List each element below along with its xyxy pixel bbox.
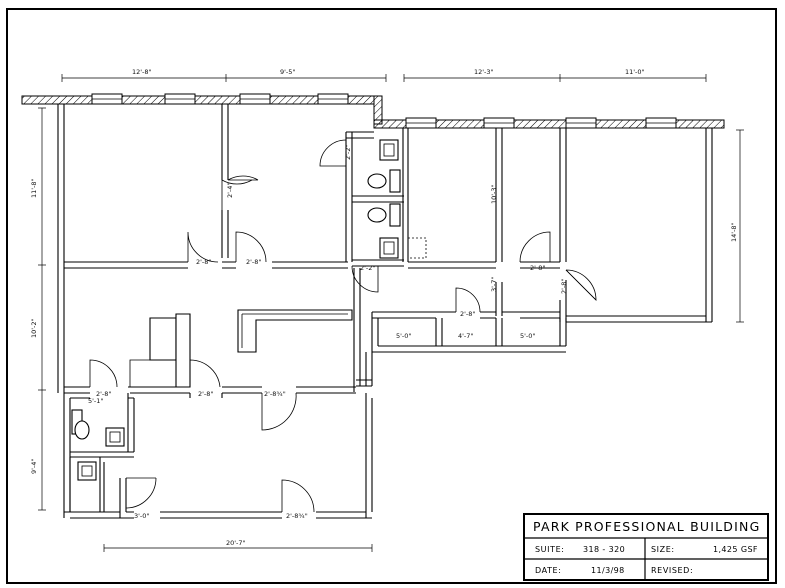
label-dim-2-8-f: 2'-8" (96, 390, 111, 398)
dim-top-left-2: 9'-5" (280, 68, 295, 76)
label-dim-10-3: 10'-3" (490, 184, 498, 204)
size-label: SIZE: (651, 545, 675, 554)
drawing-border (6, 8, 777, 584)
label-dim-5-0-b: 5'-0" (520, 332, 535, 340)
revised-label: REVISED: (651, 566, 693, 575)
label-dim-2-8-e: 2'-8" (460, 310, 475, 318)
dim-left-upper: 11'-8" (30, 178, 38, 198)
label-dim-2-8-g: 2'-8" (198, 390, 213, 398)
label-dim-2-8-c: 2'-8" (530, 264, 545, 272)
dim-right-side: 14'-8" (730, 222, 738, 242)
label-dim-4-7: 4'-7" (458, 332, 473, 340)
walls (57, 104, 713, 519)
dim-top-right-1: 12'-3" (474, 68, 494, 76)
dim-left-lower: 9'-4" (30, 459, 38, 474)
project-title: PARK PROFESSIONAL BUILDING (533, 519, 760, 534)
label-dim-2-8-d: 2'-8" (560, 279, 568, 294)
exterior-wall (21, 93, 725, 129)
label-dim-3-0: 3'-0" (134, 512, 149, 520)
dimension-lines (38, 74, 744, 552)
suite-value: 318 - 320 (583, 545, 625, 554)
label-door-2-8-a: 2'-8" (196, 258, 211, 266)
date-label: DATE: (535, 566, 562, 575)
label-door-2-2-mid: 2'-2" (360, 264, 375, 272)
label-dim-5-1: 5'-1" (88, 397, 103, 405)
doors (89, 139, 597, 513)
dim-top-right-2: 11'-0" (625, 68, 645, 76)
label-dim-2-8-3-4: 2'-8¾" (264, 390, 286, 398)
label-door-2-8-b: 2'-8" (246, 258, 261, 266)
label-door-2-2-top: 2'-2" (344, 145, 352, 160)
label-dim-3-7: 3'-7" (490, 277, 498, 292)
dimension-labels: 12'-8" 9'-5" 12'-3" 11'-0" 11'-8" 10'-2"… (30, 68, 738, 547)
size-value: 1,425 GSF (713, 545, 758, 554)
dim-bottom: 20'-7" (226, 539, 246, 547)
dim-top-left-1: 12'-8" (132, 68, 152, 76)
label-dim-5-0-a: 5'-0" (396, 332, 411, 340)
dim-left-middle: 10'-2" (30, 318, 38, 338)
date-value: 11/3/98 (591, 566, 625, 575)
title-block: PARK PROFESSIONAL BUILDING SUITE: 318 - … (523, 513, 769, 581)
label-door-2-4: 2'-4" (226, 183, 234, 198)
label-dim-2-8-3-4-b: 2'-8¾" (286, 512, 308, 520)
suite-label: SUITE: (535, 545, 565, 554)
restroom-fixtures (71, 139, 427, 481)
